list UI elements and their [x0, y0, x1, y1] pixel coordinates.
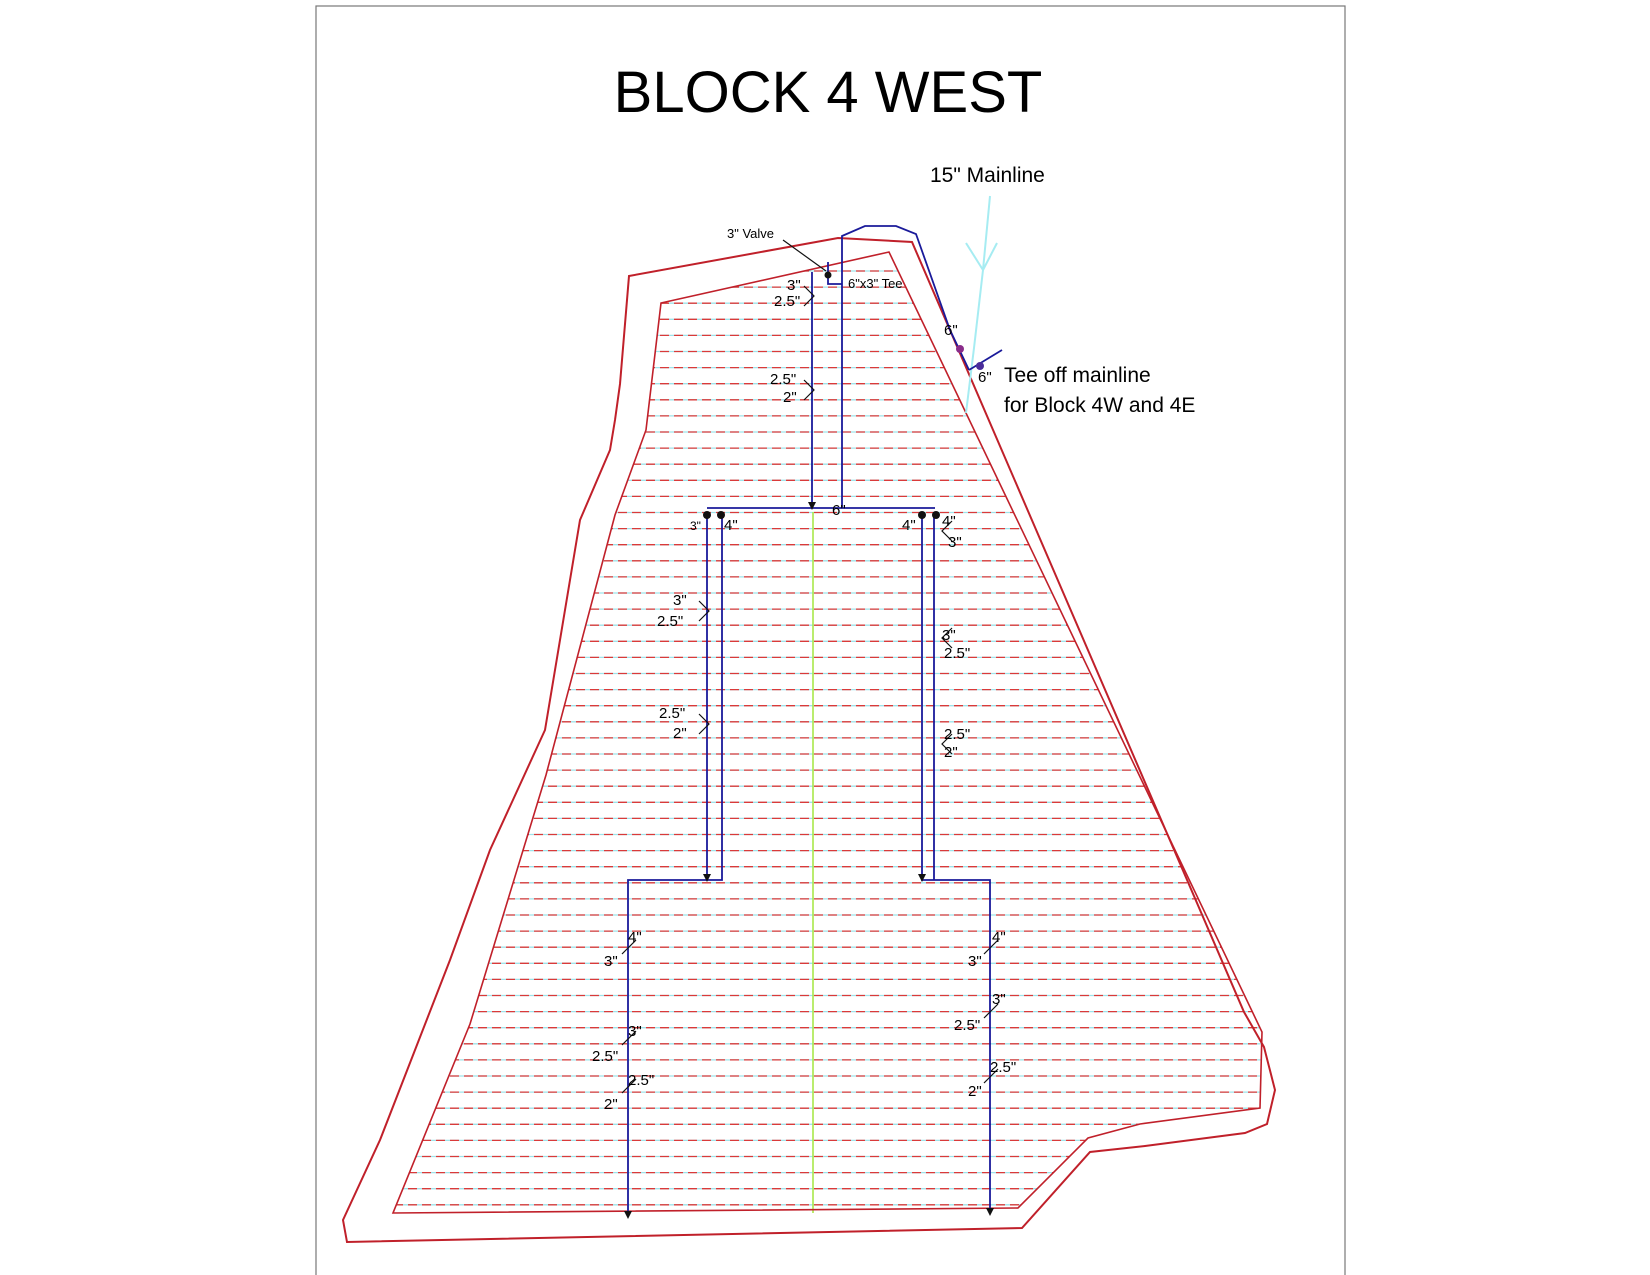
svg-text:2.5": 2.5"	[954, 1017, 980, 1034]
svg-text:2.5": 2.5"	[592, 1048, 618, 1065]
svg-text:2.5": 2.5"	[770, 371, 796, 388]
block-title: BLOCK 4 WEST	[614, 60, 1043, 125]
valve-icon	[824, 271, 832, 279]
svg-text:6": 6"	[978, 369, 992, 386]
end-arrow-icons	[624, 502, 994, 1219]
svg-text:2": 2"	[944, 744, 958, 761]
svg-text:2.5": 2.5"	[944, 726, 970, 743]
svg-text:3": 3"	[787, 277, 801, 294]
svg-text:2": 2"	[783, 389, 797, 406]
svg-text:2": 2"	[604, 1096, 618, 1113]
svg-text:3": 3"	[992, 991, 1006, 1008]
block-boundary	[391, 251, 1263, 1214]
svg-text:4": 4"	[902, 517, 916, 534]
mainline-tee-marker	[956, 345, 964, 353]
svg-text:3": 3"	[604, 953, 618, 970]
svg-text:2.5": 2.5"	[657, 613, 683, 630]
mainline-label: 15" Mainline	[930, 164, 1045, 187]
pipe-size-labels: 6" 6" 6" 3" 2.5" 2.5" 2" 3" 4" 4" 4" 3" …	[592, 277, 1016, 1113]
svg-text:3": 3"	[948, 534, 962, 551]
outer-boundary	[341, 236, 1277, 1244]
page-frame	[315, 5, 1346, 1275]
svg-text:2": 2"	[968, 1083, 982, 1100]
svg-text:4": 4"	[992, 929, 1006, 946]
svg-text:2.5": 2.5"	[774, 293, 800, 310]
svg-text:4": 4"	[942, 513, 956, 530]
valve-assembly	[811, 262, 842, 508]
svg-text:2": 2"	[673, 725, 687, 742]
tee-label-line1: Tee off mainline	[1004, 364, 1151, 387]
svg-text:4": 4"	[628, 929, 642, 946]
mainline-15in	[965, 195, 998, 414]
svg-text:2.5": 2.5"	[990, 1059, 1016, 1076]
svg-text:3": 3"	[968, 953, 982, 970]
junction-markers	[703, 511, 940, 519]
svg-text:6": 6"	[832, 502, 846, 519]
feeder-6in	[841, 225, 1003, 508]
svg-text:6": 6"	[944, 322, 958, 339]
reducer-chevrons	[621, 285, 999, 1094]
svg-text:2.5": 2.5"	[659, 705, 685, 722]
left-submain	[627, 512, 723, 1216]
svg-text:3": 3"	[942, 627, 956, 644]
svg-text:3": 3"	[673, 592, 687, 609]
valve-leader	[782, 239, 827, 272]
mainline-tee-marker-2	[976, 362, 984, 370]
tee-label-line2: for Block 4W and 4E	[1004, 394, 1195, 417]
tee-fitting-label: 6"x3" Tee	[848, 276, 903, 291]
svg-text:4": 4"	[724, 517, 738, 534]
svg-text:3": 3"	[628, 1023, 642, 1040]
svg-text:3": 3"	[690, 519, 701, 533]
valve-label: 3" Valve	[727, 226, 774, 241]
svg-text:2.5": 2.5"	[944, 645, 970, 662]
svg-text:2.5": 2.5"	[628, 1072, 654, 1089]
right-submain	[921, 512, 991, 1214]
